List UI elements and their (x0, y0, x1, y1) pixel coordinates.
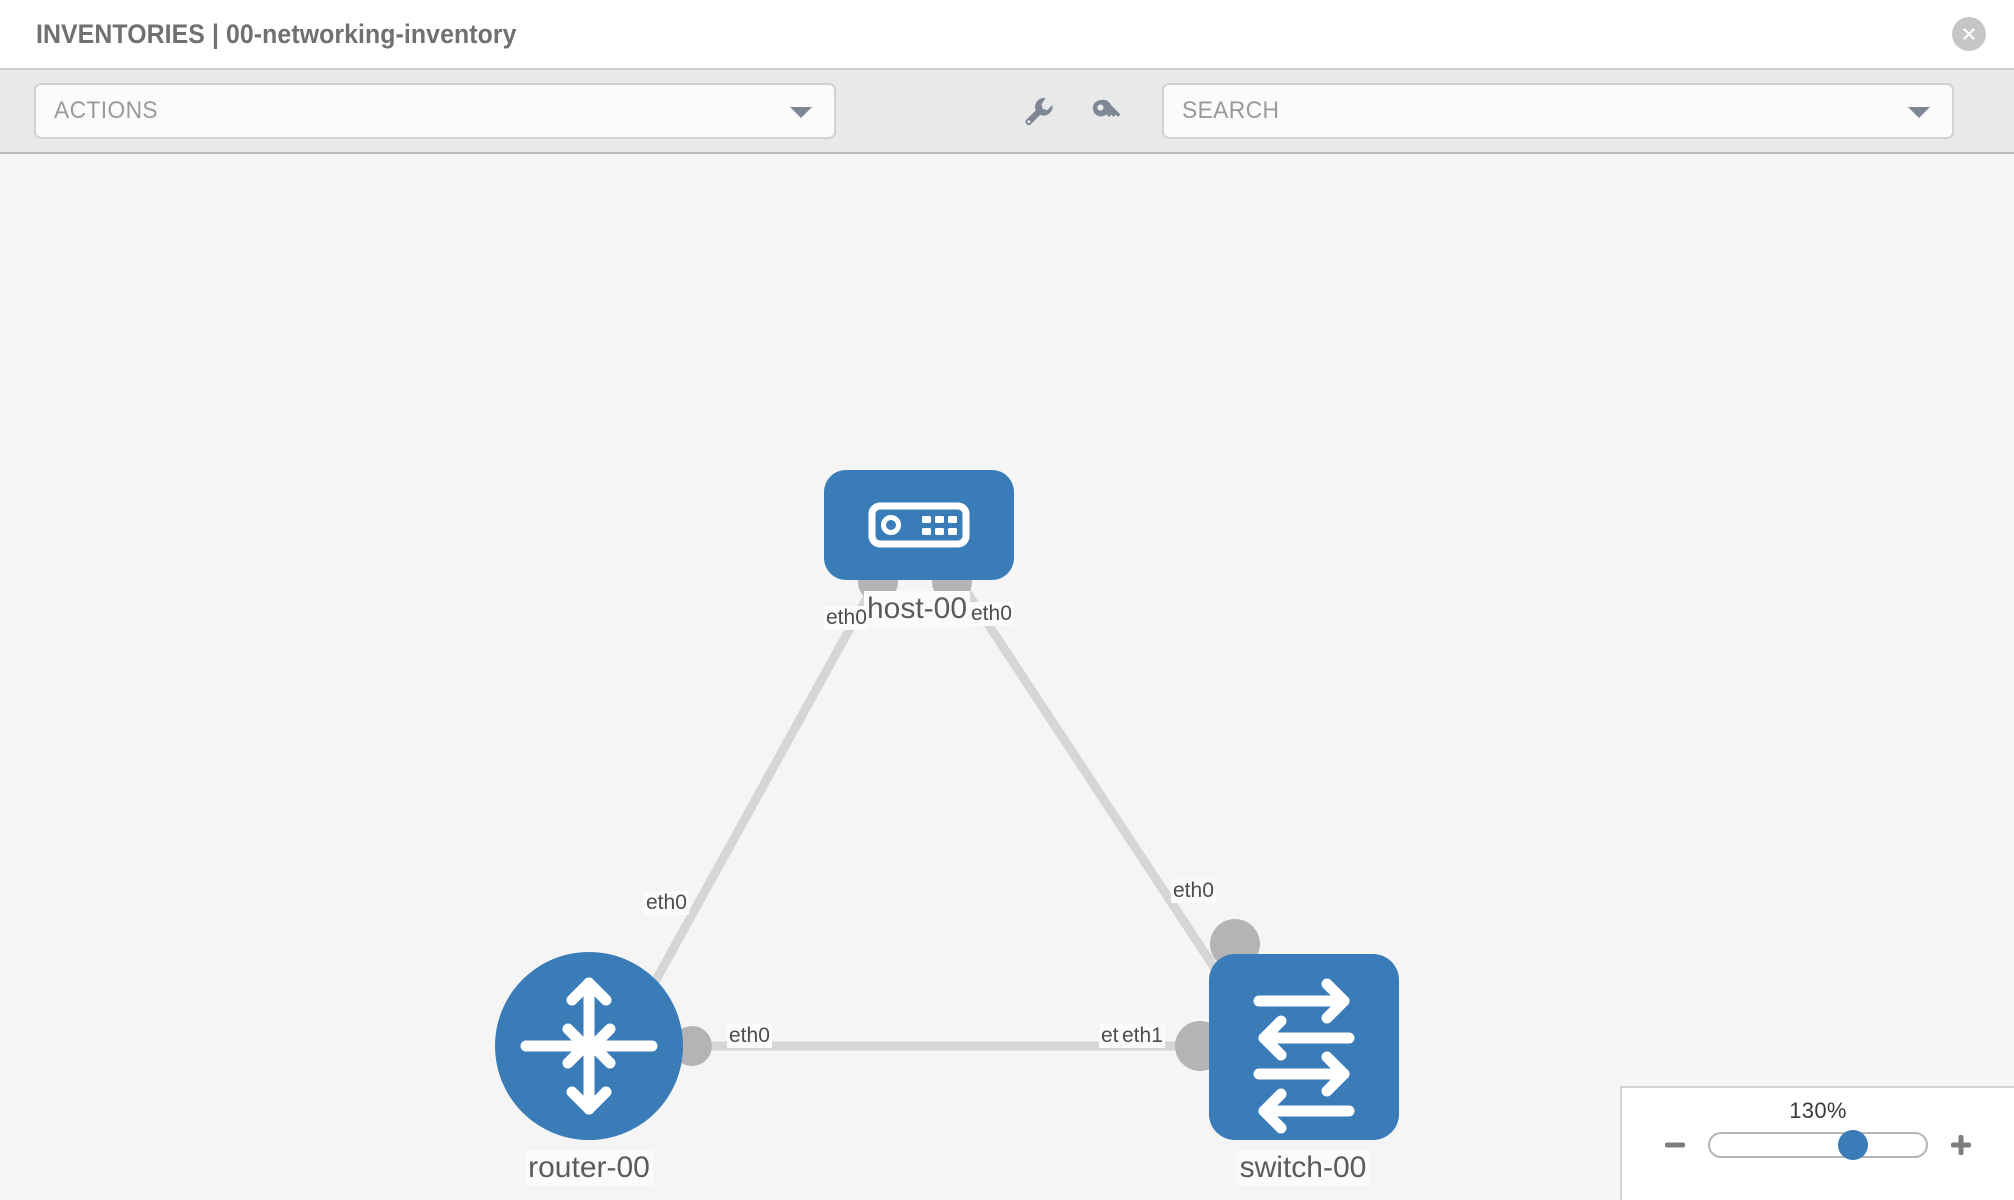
search-placeholder: SEARCH (1182, 97, 1280, 124)
search-input[interactable]: SEARCH (1162, 83, 1954, 139)
topology-canvas[interactable]: host-00 router-00 switch-00 eth0 eth0 et… (0, 154, 2014, 1200)
zoom-level-value: 130% (1789, 1098, 1847, 1123)
actions-dropdown[interactable]: ACTIONS (34, 83, 836, 139)
toolbar-icon-group (1018, 91, 1126, 131)
iface-label-router-up: eth0 (644, 891, 689, 915)
plus-icon (1951, 1135, 1971, 1155)
zoom-control-row (1622, 1130, 2014, 1160)
switch-arrows-icon (1253, 978, 1355, 1134)
wrench-button[interactable] (1018, 91, 1058, 131)
link-host-switch[interactable] (951, 571, 1239, 1002)
topology-ports (672, 562, 1260, 1071)
iface-label-switch-up: eth0 (1171, 879, 1216, 903)
iface-label-switch-eth1: eth1 (1120, 1024, 1165, 1048)
node-router-00[interactable] (495, 952, 683, 1140)
zoom-control-panel: 130% (1620, 1086, 2014, 1200)
node-label-router-00: router-00 (525, 1150, 653, 1186)
actions-dropdown-label: ACTIONS (54, 97, 159, 124)
iface-label-router-eth0: eth0 (727, 1024, 772, 1048)
node-host-00[interactable] (824, 470, 1014, 580)
topology-links (636, 571, 1239, 1051)
iface-label-host-right: eth0 (969, 602, 1014, 626)
toolbar: ACTIONS SEARCH (0, 68, 2014, 154)
zoom-in-button[interactable] (1946, 1130, 1976, 1160)
node-switch-00[interactable] (1209, 954, 1399, 1140)
zoom-slider-thumb[interactable] (1837, 1130, 1868, 1160)
topology-graph (495, 470, 1399, 1140)
close-button[interactable] (1952, 17, 1986, 51)
iface-label-host-left: eth0 (824, 606, 869, 630)
chevron-down-icon (1908, 107, 1930, 118)
node-label-host-00: host-00 (863, 591, 971, 627)
node-label-switch-00: switch-00 (1236, 1150, 1370, 1186)
chevron-down-icon (790, 107, 812, 118)
router-arrows-icon (520, 977, 658, 1115)
page-title: INVENTORIES | 00-networking-inventory (36, 18, 517, 49)
wrench-icon (1025, 98, 1053, 126)
server-icon (868, 502, 970, 548)
key-button[interactable] (1086, 91, 1126, 131)
app-header: INVENTORIES | 00-networking-inventory (0, 0, 2014, 68)
zoom-out-button[interactable] (1660, 1130, 1690, 1160)
zoom-slider[interactable] (1708, 1130, 1928, 1160)
key-icon (1092, 99, 1121, 117)
minus-icon (1665, 1142, 1685, 1148)
close-icon (1963, 28, 1975, 40)
link-host-router[interactable] (636, 571, 884, 1012)
